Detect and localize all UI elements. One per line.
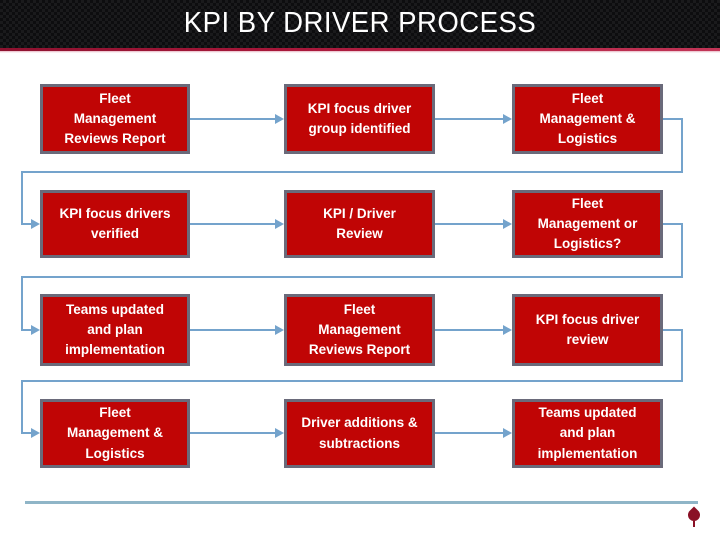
flow-box-r3c2: Fleet Management Reviews Report	[284, 294, 435, 366]
flow-connector	[435, 118, 504, 120]
flow-box-r4c3: Teams updated and plan implementation	[512, 399, 663, 468]
flow-connector	[21, 276, 23, 331]
accent-line	[0, 48, 720, 51]
arrow-icon	[31, 428, 40, 438]
flow-box-r2c1: KPI focus drivers verified	[40, 190, 190, 258]
arrow-icon	[503, 325, 512, 335]
leaf-icon-stem	[693, 521, 695, 527]
arrow-icon	[275, 219, 284, 229]
flow-connector	[681, 118, 683, 173]
flow-connector	[21, 223, 33, 225]
flow-connector	[663, 118, 683, 120]
flow-connector	[435, 329, 504, 331]
slide-header: KPI BY DRIVER PROCESS	[0, 0, 720, 48]
flow-connector	[190, 432, 276, 434]
arrow-icon	[275, 428, 284, 438]
flow-connector	[435, 223, 504, 225]
flow-connector	[21, 171, 683, 173]
flow-connector	[435, 432, 504, 434]
flow-box-r4c2: Driver additions & subtractions	[284, 399, 435, 468]
flow-connector	[663, 329, 683, 331]
flow-connector	[21, 171, 23, 225]
arrow-icon	[275, 114, 284, 124]
arrow-icon	[275, 325, 284, 335]
arrow-icon	[31, 219, 40, 229]
flow-box-r1c2: KPI focus driver group identified	[284, 84, 435, 154]
footer-divider	[25, 501, 698, 504]
flow-connector	[190, 329, 276, 331]
arrow-icon	[503, 428, 512, 438]
flow-connector	[21, 329, 33, 331]
flow-connector	[681, 223, 683, 278]
flow-connector	[21, 380, 683, 382]
flow-box-r4c1: Fleet Management & Logistics	[40, 399, 190, 468]
flow-connector	[21, 276, 683, 278]
flow-connector	[190, 118, 276, 120]
flow-connector	[663, 223, 683, 225]
flow-box-r1c1: Fleet Management Reviews Report	[40, 84, 190, 154]
flow-connector	[681, 329, 683, 382]
slide-title: KPI BY DRIVER PROCESS	[183, 7, 537, 39]
flow-box-r3c3: KPI focus driver review	[512, 294, 663, 366]
flow-connector	[21, 432, 33, 434]
flow-box-r3c1: Teams updated and plan implementation	[40, 294, 190, 366]
flow-box-r2c3: Fleet Management or Logistics?	[512, 190, 663, 258]
flow-box-r2c2: KPI / Driver Review	[284, 190, 435, 258]
arrow-icon	[503, 219, 512, 229]
flow-connector	[21, 380, 23, 434]
accent-highlight	[0, 51, 720, 53]
flow-connector	[190, 223, 276, 225]
flow-box-r1c3: Fleet Management & Logistics	[512, 84, 663, 154]
arrow-icon	[503, 114, 512, 124]
arrow-icon	[31, 325, 40, 335]
